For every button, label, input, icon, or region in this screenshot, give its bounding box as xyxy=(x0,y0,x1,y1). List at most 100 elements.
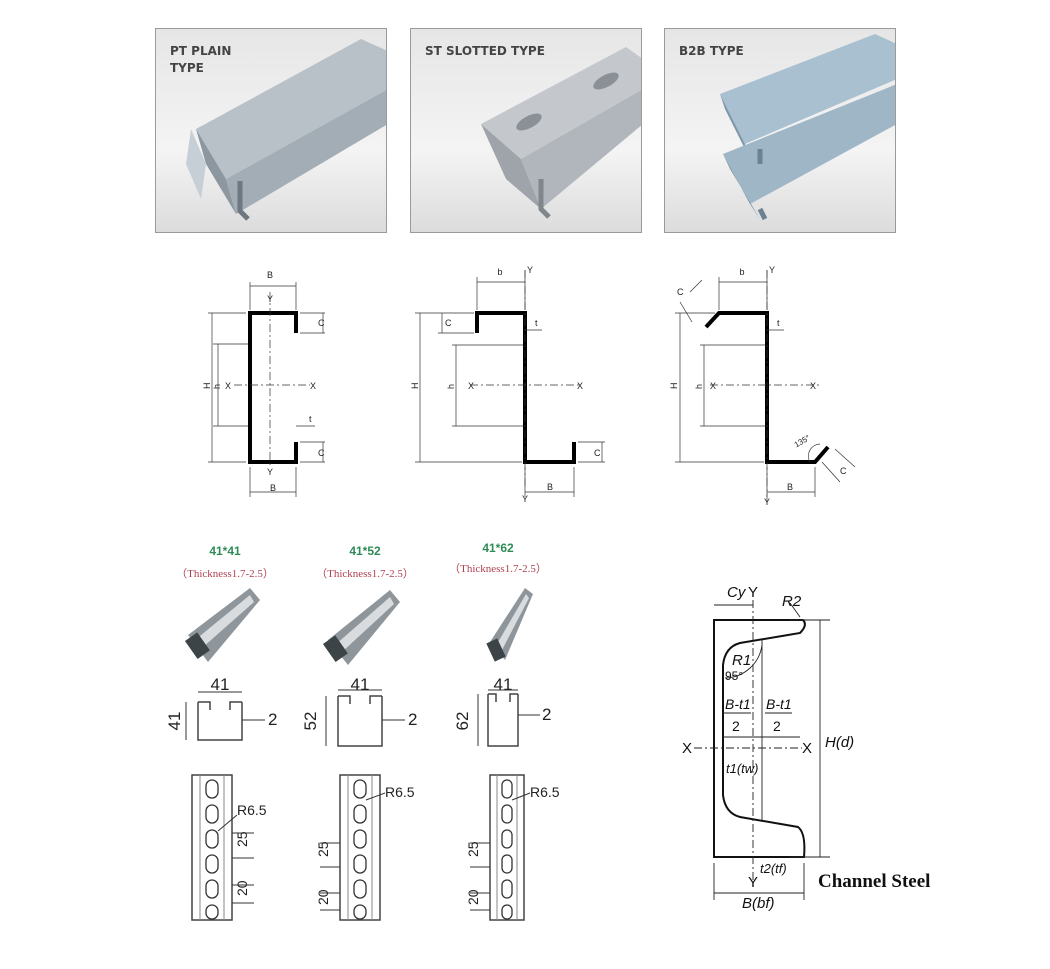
width-label: B(bf) xyxy=(742,895,775,912)
dim-b-label: B xyxy=(547,482,553,492)
product-thickness: （Thickness1.7-2.5） xyxy=(316,568,414,580)
rail-photo-3 xyxy=(486,588,533,662)
channel-outline xyxy=(713,619,806,858)
dim-t-label: t xyxy=(309,414,312,424)
rail-photo-2 xyxy=(322,590,400,665)
profile-thickness: 2 xyxy=(542,705,551,724)
profile-41x41: 41 41 2 xyxy=(165,675,277,741)
axis-x-label: X xyxy=(310,381,316,391)
product-thickness: （Thickness1.7-2.5） xyxy=(449,563,547,575)
photo-label: B2B TYPE xyxy=(679,44,744,58)
slot-radius: R6.5 xyxy=(237,802,267,818)
channel-steel-diagram: Cy Y R2 R1 95° B-t1 2 B-t1 2 X X H(d) t1… xyxy=(682,584,854,912)
strip-41x62: R6.5 25 20 xyxy=(465,774,560,921)
photo-label: ST SLOTTED TYPE xyxy=(425,44,545,58)
product-title: 41*62 xyxy=(482,541,514,555)
axis-x-label: X xyxy=(225,381,231,391)
profile-41x52: 41 52 2 xyxy=(301,675,417,747)
photo-b2b: B2B TYPE xyxy=(664,28,896,233)
height-label: H(d) xyxy=(825,734,854,751)
dim-c-label: C xyxy=(445,318,452,328)
profile-height: 62 xyxy=(453,712,472,731)
axis-y-label: Y xyxy=(764,497,770,507)
profile-width: 41 xyxy=(351,675,370,694)
dim-h-label: H xyxy=(410,383,420,390)
profile-width: 41 xyxy=(211,675,230,694)
product-thickness: （Thickness1.7-2.5） xyxy=(176,568,274,580)
slot-radius: R6.5 xyxy=(385,784,415,800)
web-thickness-label: t1(tw) xyxy=(726,761,759,776)
axis-x-label: X xyxy=(810,381,816,391)
slot-length: 20 xyxy=(315,889,331,905)
axis-y-label: Y xyxy=(748,874,758,891)
product-title: 41*41 xyxy=(209,544,241,558)
denominator-label: 2 xyxy=(773,718,781,734)
slot-length: 20 xyxy=(234,880,250,896)
axis-y-label: Y xyxy=(267,467,273,477)
half-left-label: B-t1 xyxy=(725,696,751,712)
r1-label: R1 xyxy=(732,652,751,669)
dim-b-label: b xyxy=(739,267,744,277)
axis-y-label: Y xyxy=(267,294,273,304)
dim-h-small-label: h xyxy=(446,384,456,389)
dim-h-label: H xyxy=(669,383,679,390)
axis-x-label: X xyxy=(577,381,583,391)
plain-channel-image xyxy=(186,39,386,221)
dim-t-label: t xyxy=(535,318,538,328)
rail-photos xyxy=(184,588,533,665)
strip-41x41: R6.5 25 20 xyxy=(191,774,267,921)
channel-steel-title: Channel Steel xyxy=(818,871,931,892)
dim-b-label: b xyxy=(497,267,502,277)
profile-41x62: 41 62 2 xyxy=(453,675,551,747)
dim-b-label: B xyxy=(270,483,276,493)
dim-c-label: C xyxy=(594,448,601,458)
r2-label: R2 xyxy=(782,593,802,610)
slot-pitch: 25 xyxy=(465,841,481,857)
strip-41x52: R6.5 25 20 xyxy=(315,774,415,921)
dim-c-label: C xyxy=(840,466,847,476)
photo-pt-plain: PT PLAIN TYPE xyxy=(155,28,387,233)
dim-b-label: B xyxy=(787,482,793,492)
profile-height: 52 xyxy=(301,712,320,731)
flange-thickness-label: t2(tf) xyxy=(760,861,787,876)
dim-t-label: t xyxy=(777,318,780,328)
axis-y-label: Y xyxy=(527,265,533,275)
axis-x-label: X xyxy=(710,381,716,391)
profile-height: 41 xyxy=(165,712,184,731)
profile-thickness: 2 xyxy=(268,710,277,729)
z-section-diagram: b Y Y B H h C X X t C xyxy=(410,265,605,504)
axis-x-label: X xyxy=(682,740,692,757)
dim-c-label: C xyxy=(677,287,684,297)
cy-label: Cy xyxy=(727,584,747,601)
angle-label: 95° xyxy=(725,669,743,683)
slotted-channel-image xyxy=(481,47,641,219)
slot-radius: R6.5 xyxy=(530,784,560,800)
angle-label: 135° xyxy=(793,433,812,449)
c-section-diagram: B Y Y B H h X X C C t xyxy=(202,270,325,497)
denominator-label: 2 xyxy=(732,718,740,734)
photo-label: PT PLAIN TYPE xyxy=(170,44,232,75)
section-diagrams: B Y Y B H h X X C C t b Y Y B H h C X X xyxy=(202,265,856,507)
axis-x-label: X xyxy=(802,740,812,757)
slot-pitch: 25 xyxy=(234,831,250,847)
profile-drawings: 41 41 2 41 52 2 41 62 2 R6.5 25 20 xyxy=(165,675,560,921)
dim-h-small-label: h xyxy=(212,384,222,389)
dim-h-small-label: h xyxy=(694,384,704,389)
b2b-channel-image xyxy=(720,34,895,221)
axis-y-label: Y xyxy=(748,584,758,601)
profile-thickness: 2 xyxy=(408,710,417,729)
half-right-label: B-t1 xyxy=(766,696,792,712)
axis-x-label: X xyxy=(468,381,474,391)
dim-c-label: C xyxy=(318,448,325,458)
rail-photo-1 xyxy=(184,588,260,662)
slot-pitch: 25 xyxy=(315,841,331,857)
product-title: 41*52 xyxy=(349,544,381,558)
axis-y-label: Y xyxy=(769,265,775,275)
profile-width: 41 xyxy=(494,675,513,694)
axis-y-label: Y xyxy=(522,494,528,504)
dim-c-label: C xyxy=(318,318,325,328)
angled-z-section-diagram: b Y Y B C H h X X t 135° C xyxy=(669,265,856,507)
dim-h-label: H xyxy=(202,383,212,390)
photo-st-slotted: ST SLOTTED TYPE xyxy=(410,28,642,233)
slot-length: 20 xyxy=(465,889,481,905)
